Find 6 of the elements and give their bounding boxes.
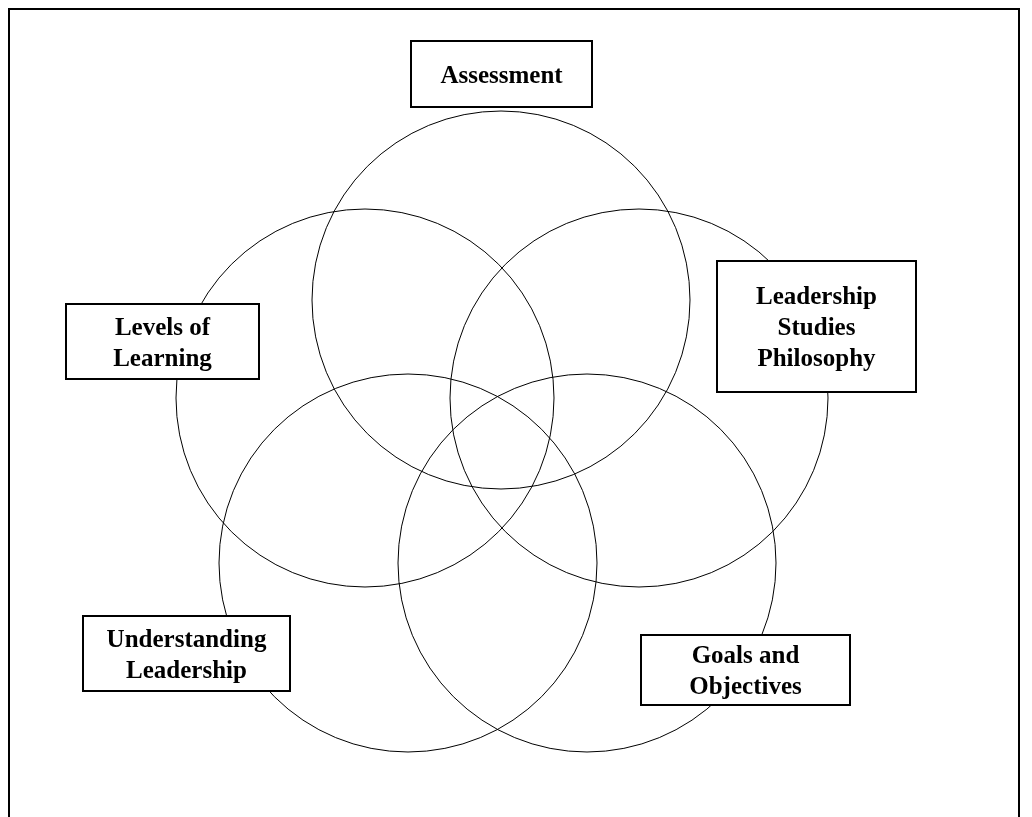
label-box: Goals and Objectives <box>640 634 851 706</box>
label-box: Understanding Leadership <box>82 615 291 692</box>
venn-circle <box>311 110 691 490</box>
label-box: Assessment <box>410 40 593 108</box>
label-box: Levels of Learning <box>65 303 260 380</box>
label-box: Leadership Studies Philosophy <box>716 260 917 393</box>
